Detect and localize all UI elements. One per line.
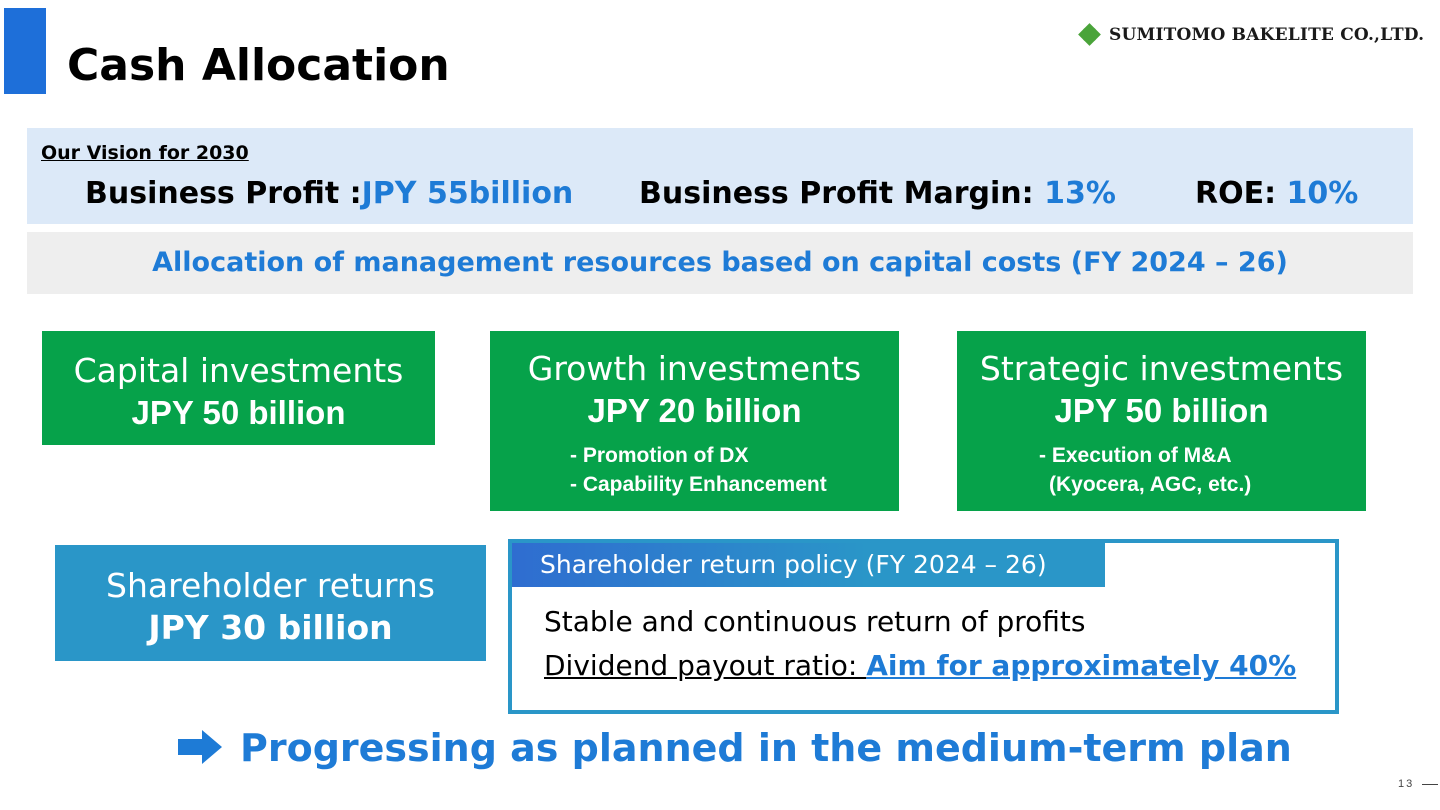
title-accent-bar [4,8,46,94]
logo-diamond-icon [1078,23,1101,46]
shareholder-amount: JPY 30 billion [148,608,393,647]
capital-amount: JPY 50 billion [131,394,346,431]
strategic-investments-box: Strategic investments JPY 50 billion - E… [957,331,1366,511]
vision-label: Our Vision for 2030 [41,142,249,164]
payout-ratio-label: Dividend payout ratio: [544,649,867,682]
page-title: Cash Allocation [67,40,450,91]
policy-tab-title: Shareholder return policy (FY 2024 – 26) [512,543,1105,587]
capital-investments-box: Capital investments JPY 50 billion [42,331,435,445]
page-number: 13 [1398,778,1415,790]
capital-title: Capital investments [73,351,404,390]
company-logo: SUMITOMO BAKELITE CO.,LTD. [1078,23,1425,46]
roe-label: ROE: [1195,176,1287,211]
strategic-bullet-1: - Execution of M&A [1039,444,1232,467]
growth-investments-box: Growth investments JPY 20 billion - Prom… [490,331,899,511]
page-number-rule [1422,784,1438,785]
conclusion-text: Progressing as planned in the medium-ter… [240,726,1292,770]
payout-ratio-value: Aim for approximately 40% [866,649,1297,682]
growth-title: Growth investments [527,349,862,388]
strategic-amount: JPY 50 billion [1054,392,1269,429]
right-arrow-icon [178,730,222,764]
profit-value: JPY 55billion [361,176,574,211]
growth-bullet-1: - Promotion of DX [570,444,749,467]
strategic-bullets: - Execution of M&A (Kyocera, AGC, etc.) [1039,441,1251,499]
margin-value: 13% [1044,176,1116,211]
growth-amount: JPY 20 billion [587,392,802,429]
margin-label: Business Profit Margin: [639,176,1045,211]
vision-banner: Our Vision for 2030 Business Profit :JPY… [27,128,1413,224]
company-name: SUMITOMO BAKELITE CO.,LTD. [1109,25,1425,45]
shareholder-policy-box: Shareholder return policy (FY 2024 – 26)… [508,539,1339,714]
shareholder-title: Shareholder returns [106,566,435,605]
shareholder-returns-box: Shareholder returns JPY 30 billion [55,545,486,661]
growth-bullets: - Promotion of DX - Capability Enhanceme… [570,441,827,499]
policy-line-2: Dividend payout ratio: Aim for approxima… [544,649,1296,682]
strategic-title: Strategic investments [979,349,1344,388]
roe-value: 10% [1286,176,1359,211]
policy-line-1: Stable and continuous return of profits [544,605,1086,638]
growth-bullet-2: - Capability Enhancement [570,473,827,496]
allocation-banner: Allocation of management resources based… [27,232,1413,294]
vision-margin: Business Profit Margin: 13% [639,176,1116,211]
profit-label: Business Profit : [85,176,362,211]
strategic-bullet-2: (Kyocera, AGC, etc.) [1049,473,1252,496]
vision-roe: ROE: 10% [1195,176,1358,211]
vision-profit: Business Profit :JPY 55billion [85,176,573,211]
